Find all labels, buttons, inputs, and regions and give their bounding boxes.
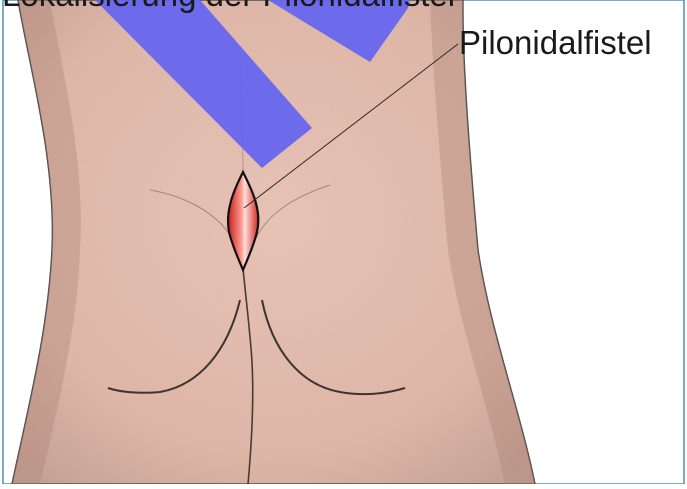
top-caption: Lokalisierung der Pilonidalfistel <box>2 0 455 11</box>
pilonidalfistel-label: Pilonidalfistel <box>459 26 652 59</box>
